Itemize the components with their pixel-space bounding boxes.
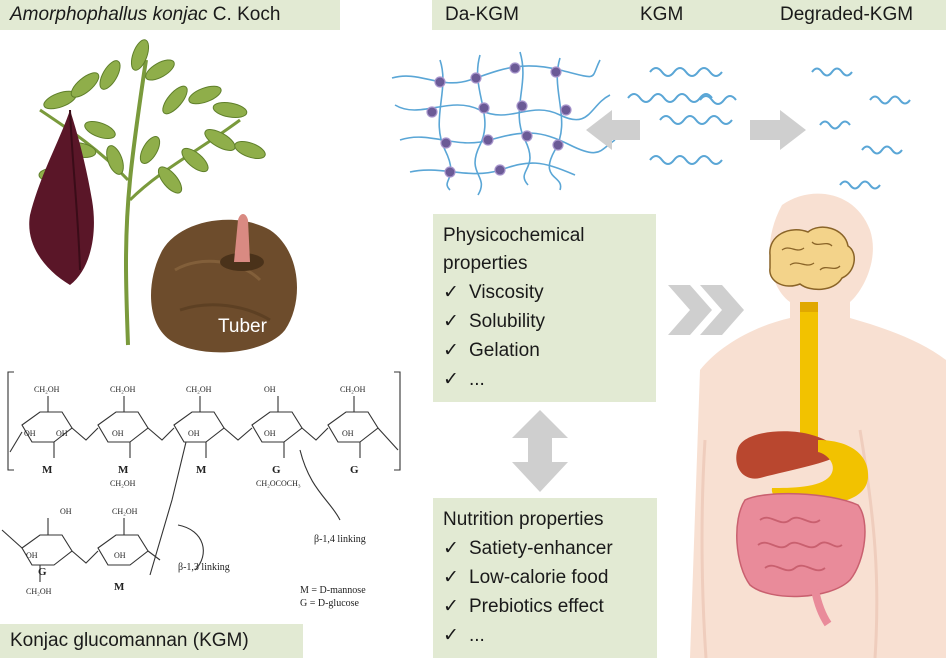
arrow-left-to-da-kgm — [586, 110, 640, 150]
esophagus-shape — [800, 302, 818, 445]
nutrition-properties-panel: Nutrition properties ✓ Satiety-enhancer ✓… — [433, 498, 657, 658]
check-icon: ✓ — [443, 282, 459, 303]
ch2oh-label-6: CH₂OH — [110, 479, 136, 488]
chevron-right-icon — [668, 285, 744, 335]
ch2oh-label-1: CH₂OH — [34, 385, 60, 394]
brain-icon — [769, 226, 855, 291]
nutrition-item-prebiotics: ✓ Prebiotics effect — [443, 592, 647, 621]
check-icon: ✓ — [443, 311, 459, 332]
oh-label-2: OH — [56, 429, 68, 438]
kgm-forms-banner: Da-KGM KGM Degraded-KGM — [432, 0, 946, 30]
arrow-right-to-degraded — [750, 110, 806, 150]
physicochemical-item-more: ✓... — [443, 365, 646, 394]
check-icon: ✓ — [443, 567, 459, 588]
nutrition-item-low-calorie: ✓ Low-calorie food — [443, 563, 647, 592]
unit-label-m-1: M — [42, 464, 53, 476]
physicochemical-properties-panel: Physicochemical properties ✓ Viscosity ✓ S… — [433, 214, 656, 402]
item-label: Viscosity — [469, 282, 544, 303]
check-icon: ✓ — [443, 340, 459, 361]
acetyl-label: CH₂OCOCH₃ — [256, 479, 301, 488]
check-icon: ✓ — [443, 596, 459, 617]
legend-mannose: M = D-mannose — [300, 585, 366, 596]
stomach-shape — [771, 440, 869, 506]
item-label: Low-calorie food — [469, 567, 609, 588]
oh-label-9: OH — [114, 551, 126, 560]
physicochemical-item-gelation: ✓ Gelation — [443, 336, 646, 365]
ch2oh-label-8: CH₂OH — [26, 587, 52, 596]
ch2oh-label-3: CH₂OH — [186, 385, 212, 394]
check-icon: ✓ — [443, 369, 459, 390]
unit-label-m-3: M — [196, 464, 207, 476]
form-label-kgm: KGM — [640, 4, 684, 25]
oh-label-8: OH — [26, 551, 38, 560]
physicochemical-item-solubility: ✓ Solubility — [443, 307, 646, 336]
item-label: ... — [469, 369, 485, 390]
ch2oh-label-5: CH₂OH — [340, 385, 366, 394]
nutrition-item-satiety: ✓ Satiety-enhancer — [443, 534, 647, 563]
kgm-chains-illustration — [627, 67, 737, 165]
physicochemical-title: Physicochemical properties — [443, 225, 585, 274]
check-icon: ✓ — [443, 625, 459, 646]
degraded-kgm-chains-illustration — [811, 67, 911, 190]
kgm-chemical-structure — [1, 371, 401, 582]
form-label-da-kgm: Da-KGM — [445, 4, 519, 25]
beta-1-4-linking-label: β-1,4 linking — [314, 534, 366, 545]
legend-glucose: G = D-glucose — [300, 598, 360, 609]
species-name: Amorphophallus konjac — [10, 4, 208, 25]
kgm-name-banner: Konjac glucomannan (KGM) — [0, 624, 303, 658]
double-arrow-icon — [512, 410, 568, 492]
unit-label-g-2: G — [350, 464, 359, 476]
species-title-banner: Amorphophallus konjac C. Koch — [0, 0, 340, 30]
ch2oh-label-2: CH₂OH — [110, 385, 136, 394]
item-label: Prebiotics effect — [469, 596, 604, 617]
tuber-label: Tuber — [218, 316, 268, 337]
check-icon: ✓ — [443, 538, 459, 559]
oh-label-top-4: OH — [264, 385, 276, 394]
oh-label-7: OH — [60, 507, 72, 516]
item-label: Solubility — [469, 311, 546, 332]
unit-label-g-3: G — [38, 566, 47, 578]
konjac-plant-illustration — [29, 39, 297, 353]
oh-label-5: OH — [264, 429, 276, 438]
intestines-shape — [736, 492, 866, 627]
oh-label-3: OH — [112, 429, 124, 438]
species-author: C. Koch — [212, 4, 281, 25]
oh-label-4: OH — [188, 429, 200, 438]
unit-label-m-4: M — [114, 581, 125, 593]
form-label-degraded-kgm: Degraded-KGM — [780, 4, 914, 25]
crosslink-nodes — [426, 62, 572, 178]
physicochemical-item-viscosity: ✓ Viscosity — [443, 278, 646, 307]
liver-shape — [736, 431, 839, 479]
item-label: Gelation — [469, 340, 540, 361]
oh-label-6: OH — [342, 429, 354, 438]
nutrition-item-more: ✓... — [443, 621, 647, 650]
kgm-structure-labels: CH₂OH CH₂OH CH₂OH OH CH₂OH OH OH OH OH O… — [24, 385, 366, 609]
unit-label-m-2: M — [118, 464, 129, 476]
ch2oh-label-7: CH₂OH — [112, 507, 138, 516]
unit-label-g-1: G — [272, 464, 281, 476]
beta-1-3-linking-label: β-1,3 linking — [178, 562, 230, 573]
item-label: ... — [469, 625, 485, 646]
item-label: Satiety-enhancer — [469, 538, 613, 559]
nutrition-title: Nutrition properties — [443, 509, 604, 530]
oh-label-1: OH — [24, 429, 36, 438]
